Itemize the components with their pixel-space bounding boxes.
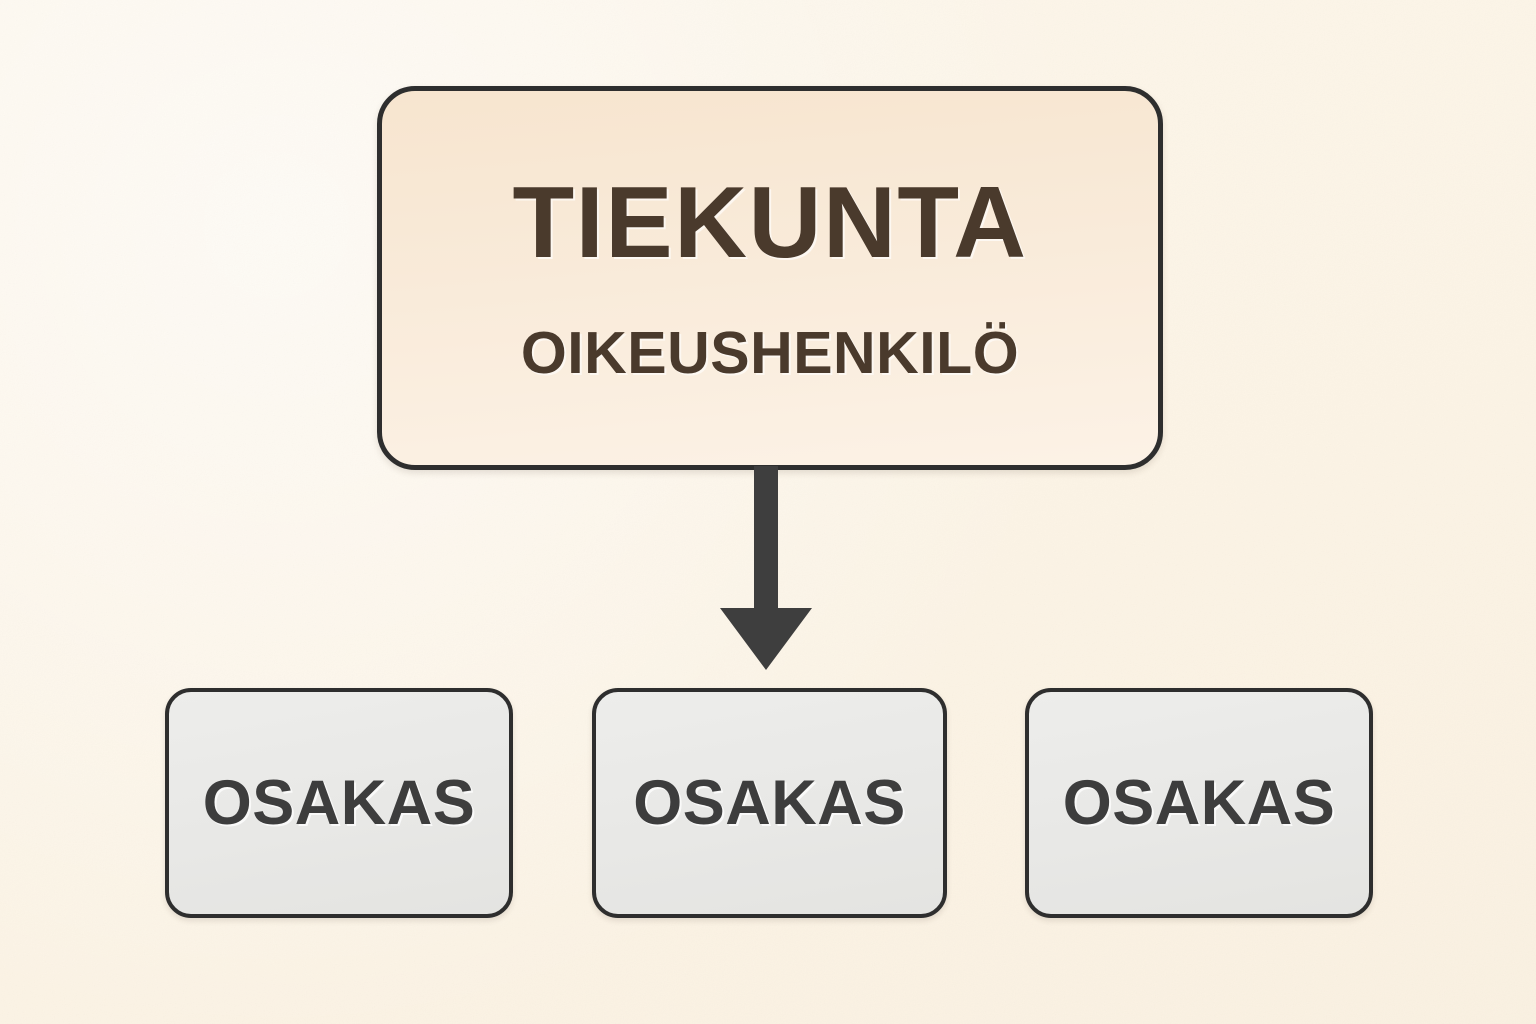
node-child-label: OSAKAS <box>633 767 906 838</box>
node-parent-tiekunta[interactable]: TIEKUNTA OIKEUSHENKILÖ <box>377 86 1163 470</box>
down-arrow-shape <box>720 466 812 670</box>
down-arrow-icon <box>720 466 812 670</box>
node-child-osakas-3[interactable]: OSAKAS <box>1025 688 1373 918</box>
node-child-label: OSAKAS <box>202 767 476 838</box>
node-child-osakas-2[interactable]: OSAKAS <box>592 688 947 918</box>
node-child-label: OSAKAS <box>1062 767 1336 838</box>
node-parent-title: TIEKUNTA <box>512 167 1028 279</box>
node-parent-subtitle: OIKEUSHENKILÖ <box>520 320 1020 386</box>
node-child-osakas-1[interactable]: OSAKAS <box>165 688 513 918</box>
